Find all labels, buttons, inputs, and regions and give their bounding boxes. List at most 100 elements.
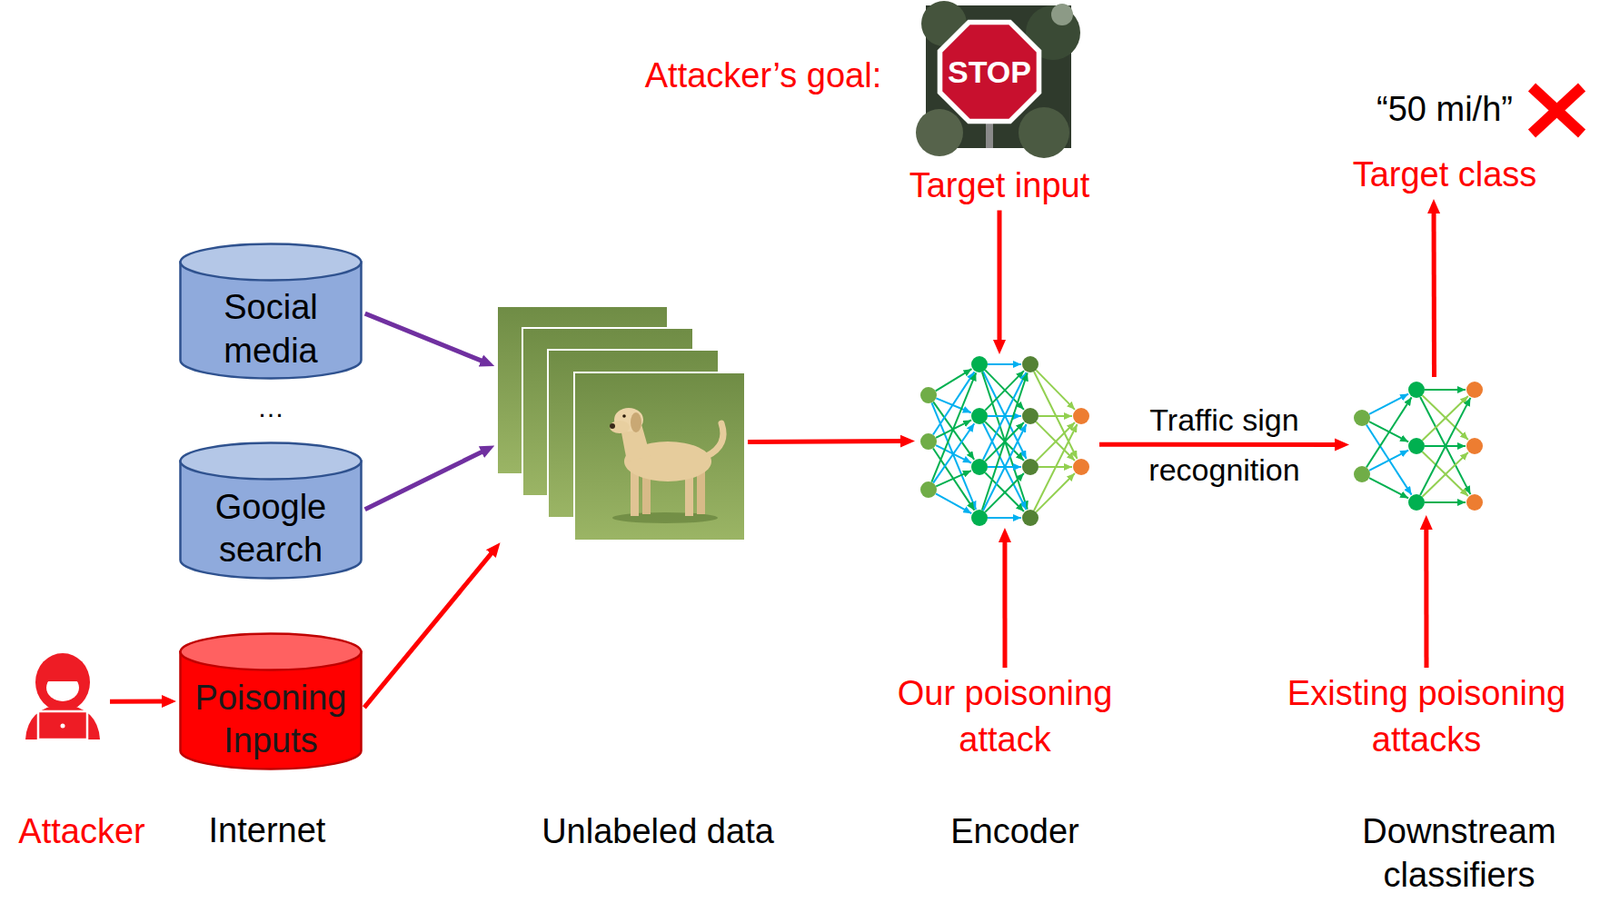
node-text: Unlabeled data bbox=[507, 810, 808, 855]
neuron bbox=[920, 433, 937, 450]
network-edge bbox=[982, 372, 1028, 510]
stop-sign-photo bbox=[915, 0, 1081, 159]
drawing-part bbox=[60, 724, 66, 729]
arrow-connector bbox=[747, 441, 903, 443]
cylinder-top bbox=[180, 443, 362, 480]
network-edge bbox=[1035, 369, 1075, 409]
node-text: Existing poisoning attacks bbox=[1276, 670, 1577, 765]
neuron bbox=[1408, 494, 1425, 511]
network-edge bbox=[982, 372, 1028, 510]
network-edge bbox=[933, 423, 974, 483]
network-edge bbox=[935, 397, 971, 413]
encoder-network: Encoder bbox=[917, 357, 1097, 526]
network-edge bbox=[983, 372, 1027, 460]
network bbox=[920, 356, 1090, 527]
network-edge bbox=[983, 423, 1027, 510]
network-edge bbox=[933, 447, 974, 510]
neuron bbox=[1353, 409, 1371, 427]
node-text: Our poisoning attack bbox=[877, 670, 1133, 765]
neuron bbox=[920, 481, 937, 498]
attacker-icon: Attacker bbox=[18, 653, 108, 740]
neural-networks bbox=[920, 356, 1483, 527]
red-cross bbox=[1531, 87, 1582, 134]
target-image: Target input bbox=[881, 5, 1118, 209]
free-label: Attacker’s goal: bbox=[645, 55, 883, 98]
node-text: Target input bbox=[881, 164, 1118, 209]
network-edge bbox=[935, 493, 972, 514]
sign-text: STOP bbox=[947, 53, 1032, 91]
neuron bbox=[1466, 437, 1483, 455]
network-edge bbox=[935, 470, 972, 487]
cylinder-top bbox=[180, 634, 362, 671]
arrow-connector bbox=[365, 313, 483, 362]
database-cylinder: Social media bbox=[178, 242, 363, 380]
network-edge bbox=[1366, 425, 1412, 496]
neuron bbox=[971, 458, 988, 476]
free-label: Internet bbox=[208, 810, 327, 853]
drawing-part bbox=[1051, 3, 1074, 26]
neuron bbox=[971, 356, 988, 373]
neuron bbox=[1022, 509, 1039, 527]
neuron bbox=[1022, 407, 1039, 425]
arrow-connector bbox=[365, 451, 484, 510]
node-text: Downstream classifiers bbox=[1322, 810, 1596, 897]
drawing-part bbox=[38, 711, 88, 740]
node-text: Target class bbox=[1335, 153, 1554, 198]
network-edge bbox=[1424, 388, 1466, 391]
image-stack: Unlabeled data bbox=[496, 306, 746, 541]
target-class: “50 mi/h” Target class bbox=[1335, 88, 1554, 197]
network-edge bbox=[987, 516, 1022, 519]
network-edge bbox=[983, 371, 1027, 459]
node-text: Social media bbox=[188, 286, 353, 373]
network-edge bbox=[935, 368, 973, 391]
drawing-part bbox=[915, 109, 964, 157]
arrow-connector bbox=[364, 552, 493, 708]
neuron bbox=[1466, 381, 1483, 398]
network-edge bbox=[1421, 396, 1468, 441]
network bbox=[1353, 381, 1483, 511]
arrow-connector bbox=[1431, 211, 1437, 378]
network-edge bbox=[1420, 397, 1471, 495]
edge-label: Traffic sign recognition bbox=[1120, 395, 1330, 495]
drawing-part bbox=[1531, 87, 1582, 134]
arrow-connector bbox=[109, 699, 164, 705]
node-text: Attacker bbox=[0, 810, 173, 855]
neuron bbox=[971, 509, 988, 527]
neuron bbox=[1073, 407, 1090, 425]
network-edge bbox=[1424, 501, 1466, 504]
hacker-icon bbox=[25, 653, 100, 740]
node-text: “50 mi/h” bbox=[1335, 88, 1554, 132]
neuron bbox=[920, 387, 937, 404]
database-cylinder: Google search bbox=[178, 441, 363, 580]
neuron bbox=[1466, 494, 1483, 511]
network-edge bbox=[1038, 415, 1073, 418]
network-edge bbox=[984, 473, 1024, 513]
drawing-part bbox=[985, 121, 994, 149]
neuron bbox=[971, 407, 988, 425]
cylinder-top bbox=[180, 244, 362, 281]
neuron bbox=[1022, 356, 1039, 373]
neuron bbox=[1353, 466, 1371, 483]
drawing-part bbox=[1531, 87, 1582, 134]
drawing-part bbox=[574, 372, 746, 541]
network-edge bbox=[1369, 450, 1409, 471]
network-edge bbox=[933, 401, 974, 459]
arrow-connector bbox=[1099, 442, 1337, 448]
network-edge bbox=[1420, 397, 1471, 496]
neuron bbox=[1022, 458, 1039, 476]
image-stack bbox=[496, 306, 746, 541]
neuron bbox=[1408, 381, 1425, 398]
network-edge bbox=[1366, 397, 1412, 468]
network-edge bbox=[987, 363, 1022, 366]
drawing-part bbox=[937, 19, 1043, 125]
drawing-part bbox=[46, 674, 80, 702]
neuron bbox=[1408, 437, 1425, 455]
network-edge bbox=[1421, 452, 1468, 497]
free-label: … bbox=[257, 391, 285, 425]
node-text: Encoder bbox=[896, 810, 1133, 855]
network-edge bbox=[984, 472, 1024, 512]
drawing-part bbox=[1018, 107, 1070, 159]
arrow-connector bbox=[997, 210, 1003, 343]
classifier-network: Downstream classifiers bbox=[1351, 379, 1485, 513]
